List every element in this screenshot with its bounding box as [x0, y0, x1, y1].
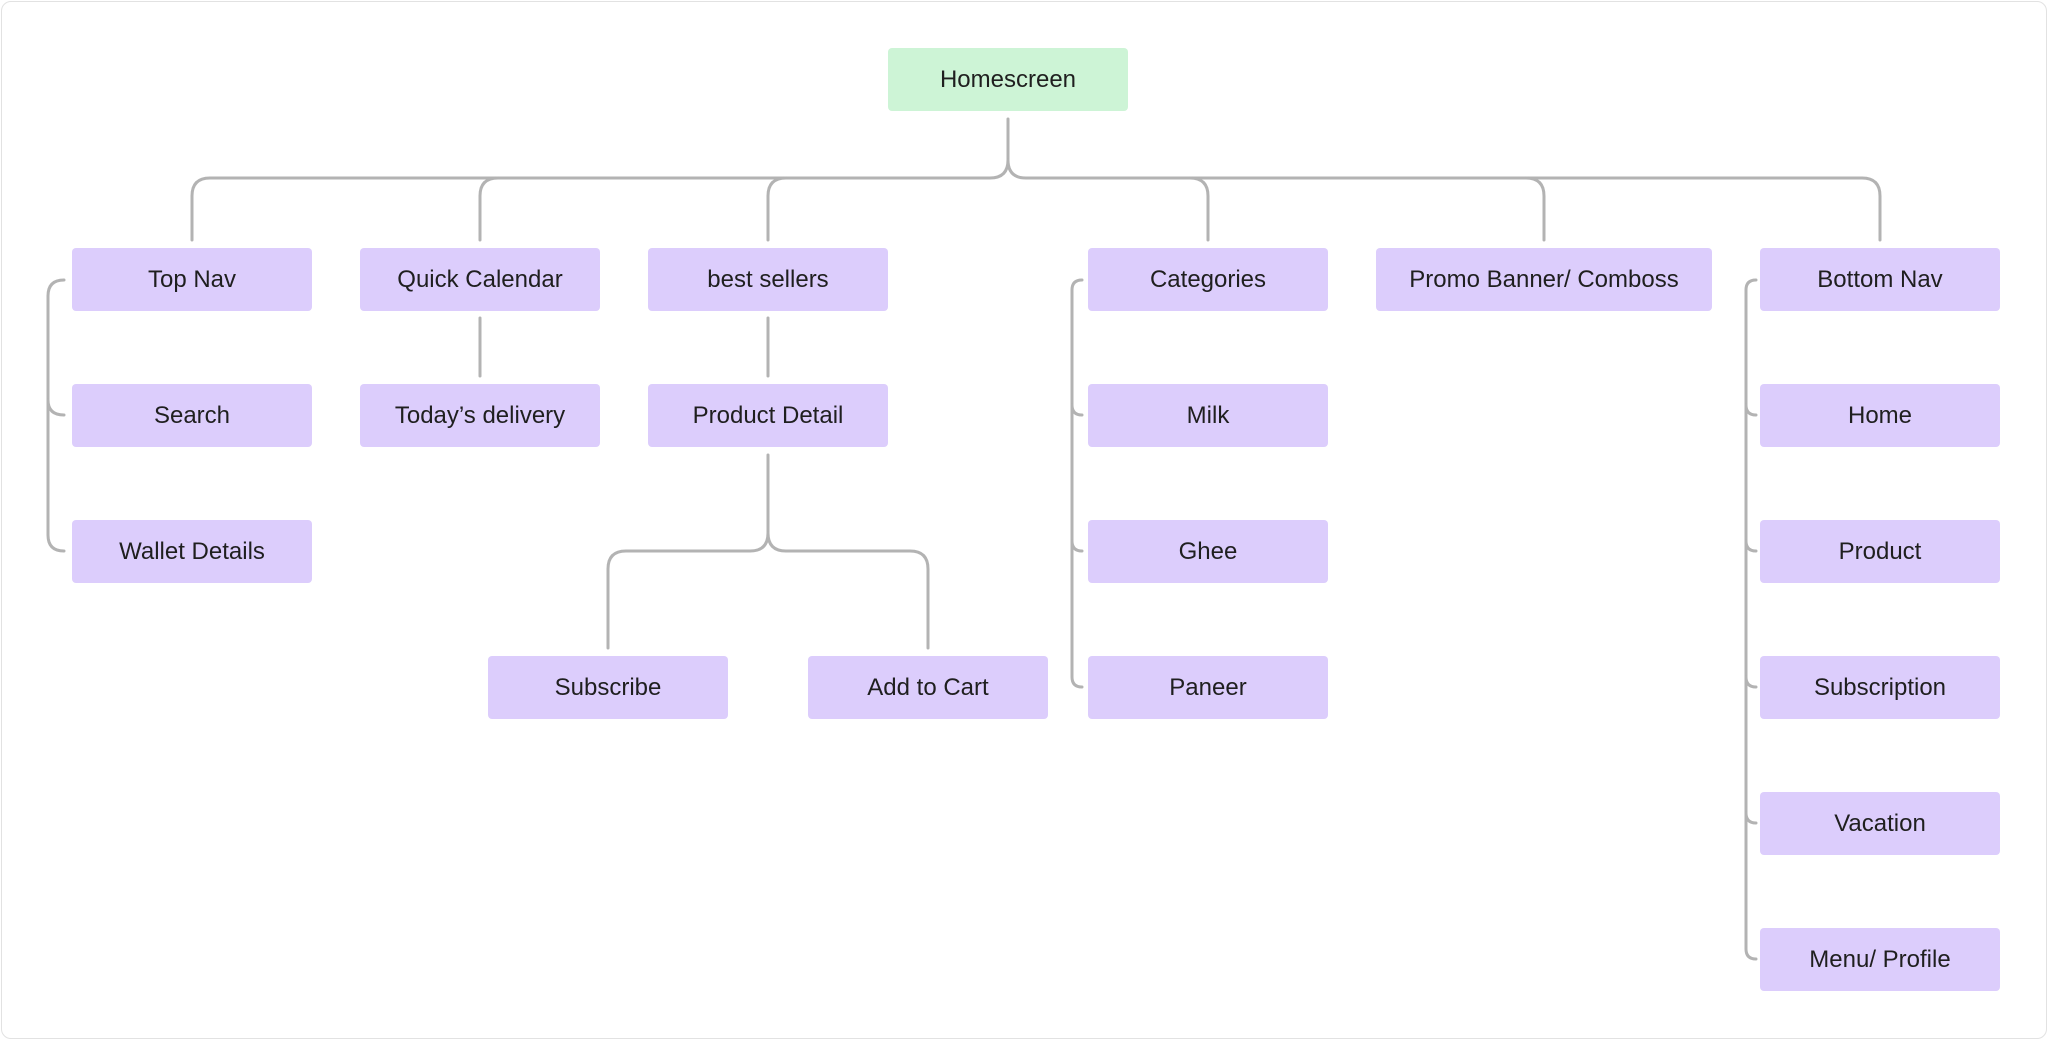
connector-bottom-nav-product — [1744, 539, 1758, 553]
node-search: Search — [72, 384, 312, 447]
node-product-detail: Product Detail — [648, 384, 888, 447]
connector-to-categories — [1188, 176, 1210, 242]
node-quick-calendar: Quick Calendar — [360, 248, 600, 311]
node-categories: Categories — [1088, 248, 1328, 311]
connector-product-detail-right — [766, 531, 930, 650]
node-subscribe: Subscribe — [488, 656, 728, 719]
node-milk: Milk — [1088, 384, 1328, 447]
node-home: Home — [1760, 384, 2000, 447]
node-subscription: Subscription — [1760, 656, 2000, 719]
node-paneer: Paneer — [1088, 656, 1328, 719]
node-ghee: Ghee — [1088, 520, 1328, 583]
connector-categories-milk — [1070, 403, 1084, 417]
node-todays-delivery: Today’s delivery — [360, 384, 600, 447]
connector-categories-bracket — [1070, 278, 1084, 689]
connector-root-trunk — [190, 117, 1010, 242]
connector-bottom-nav-bracket — [1744, 278, 1758, 961]
node-promo-banner: Promo Banner/ Comboss — [1376, 248, 1712, 311]
node-homescreen: Homescreen — [888, 48, 1128, 111]
connector-top-nav-bracket — [46, 278, 66, 553]
node-wallet-details: Wallet Details — [72, 520, 312, 583]
node-bottom-nav: Bottom Nav — [1760, 248, 2000, 311]
connector-categories-ghee — [1070, 539, 1084, 553]
connector-product-detail-left — [606, 453, 770, 650]
node-product: Product — [1760, 520, 2000, 583]
connector-top-nav-search — [46, 398, 66, 417]
node-top-nav: Top Nav — [72, 248, 312, 311]
connector-root-right — [1006, 158, 1882, 242]
connector-bottom-nav-home — [1744, 403, 1758, 417]
connector-to-promo — [1524, 176, 1546, 242]
connector-bottom-nav-subscription — [1744, 675, 1758, 689]
node-vacation: Vacation — [1760, 792, 2000, 855]
connector-bottom-nav-vacation — [1744, 811, 1758, 825]
connector-to-quick-calendar — [478, 176, 500, 242]
node-menu-profile: Menu/ Profile — [1760, 928, 2000, 991]
connector-to-best-sellers — [766, 176, 788, 242]
node-best-sellers: best sellers — [648, 248, 888, 311]
node-add-to-cart: Add to Cart — [808, 656, 1048, 719]
